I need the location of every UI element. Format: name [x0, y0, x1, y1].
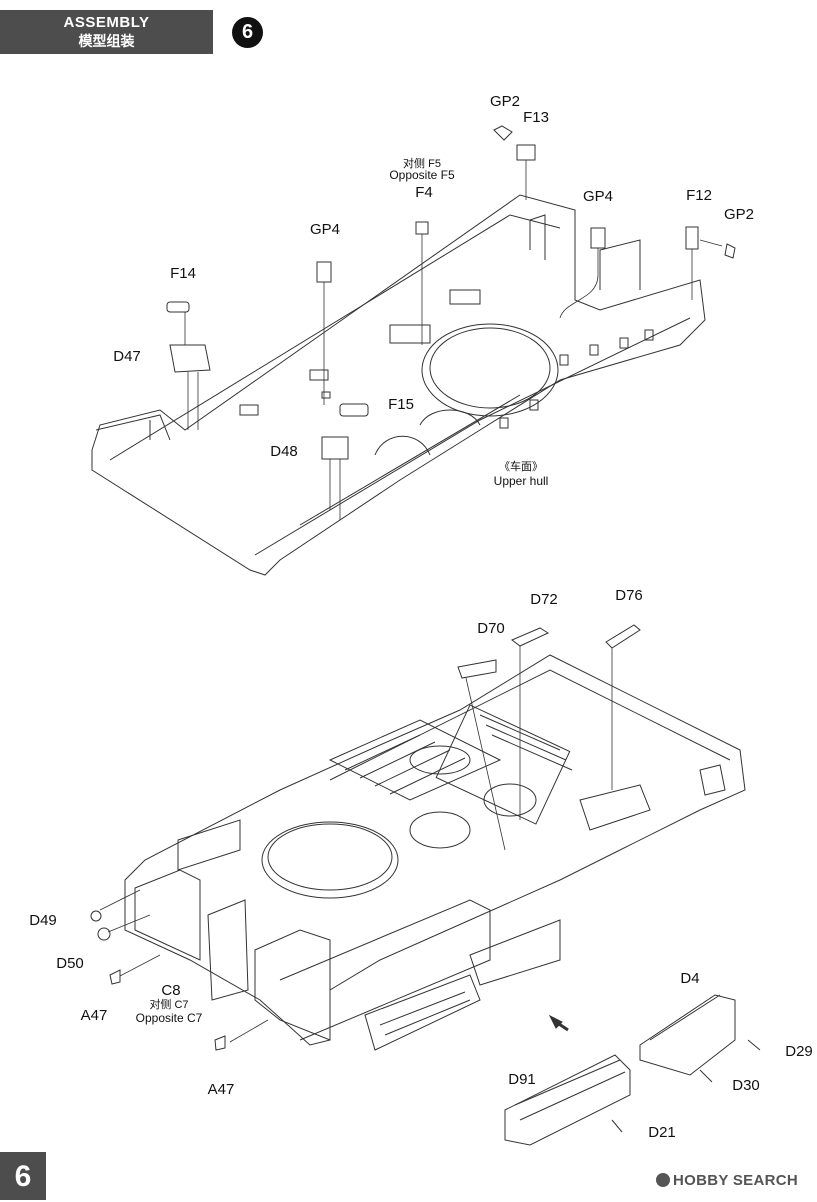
- label-d70: D70: [477, 620, 505, 637]
- lower-guide-lines: [99, 646, 613, 1043]
- label-d48: D48: [270, 443, 298, 460]
- label-a47-b: A47: [207, 1081, 235, 1098]
- upper-hull-drawing: [91, 194, 706, 576]
- label-opposite-c7-zh: 对侧 C7: [149, 999, 189, 1011]
- watermark: HOBBY SEARCH: [656, 1172, 798, 1189]
- label-f13: F13: [523, 109, 549, 126]
- label-d76: D76: [615, 587, 643, 604]
- label-gp4-b: GP4: [582, 188, 614, 205]
- hobby-search-logo-icon: [656, 1173, 670, 1187]
- assembly-header: ASSEMBLY 模型组装: [0, 10, 213, 54]
- watermark-text: HOBBY SEARCH: [673, 1172, 799, 1189]
- label-d72: D72: [530, 591, 558, 608]
- label-upper-hull-en: Upper hull: [493, 474, 549, 488]
- label-c8: C8: [161, 982, 181, 999]
- label-d47: D47: [113, 348, 141, 365]
- label-opposite-f5-en: Opposite F5: [389, 168, 455, 182]
- label-gp2-a: GP2: [489, 93, 521, 110]
- label-f4: F4: [415, 184, 433, 201]
- upper-guide-lines: [184, 160, 723, 520]
- label-a47-a: A47: [80, 1007, 108, 1024]
- lower-hull-drawing: [124, 654, 746, 1051]
- header-title-zh: 模型组装: [78, 33, 135, 49]
- label-opposite-c7-en: Opposite C7: [135, 1011, 203, 1025]
- label-d30: D30: [732, 1077, 760, 1094]
- label-opposite-f5-zh: 对侧 F5: [403, 158, 441, 170]
- page-number: 6: [0, 1152, 46, 1200]
- label-d21: D21: [648, 1124, 676, 1141]
- label-f12: F12: [686, 187, 712, 204]
- label-d4: D4: [680, 970, 700, 987]
- label-d49: D49: [29, 912, 57, 929]
- label-gp2-b: GP2: [723, 206, 755, 223]
- lower-hull-parts: [90, 624, 761, 1146]
- label-f15: F15: [388, 396, 414, 413]
- label-d50: D50: [56, 955, 84, 972]
- label-upper-hull-zh: 《车面》: [499, 461, 543, 473]
- label-gp4-a: GP4: [309, 221, 341, 238]
- step-number-badge: 6: [232, 17, 263, 48]
- label-f14: F14: [170, 265, 196, 282]
- label-d91: D91: [508, 1071, 536, 1088]
- header-title-en: ASSEMBLY: [63, 14, 150, 31]
- label-d29: D29: [785, 1043, 813, 1060]
